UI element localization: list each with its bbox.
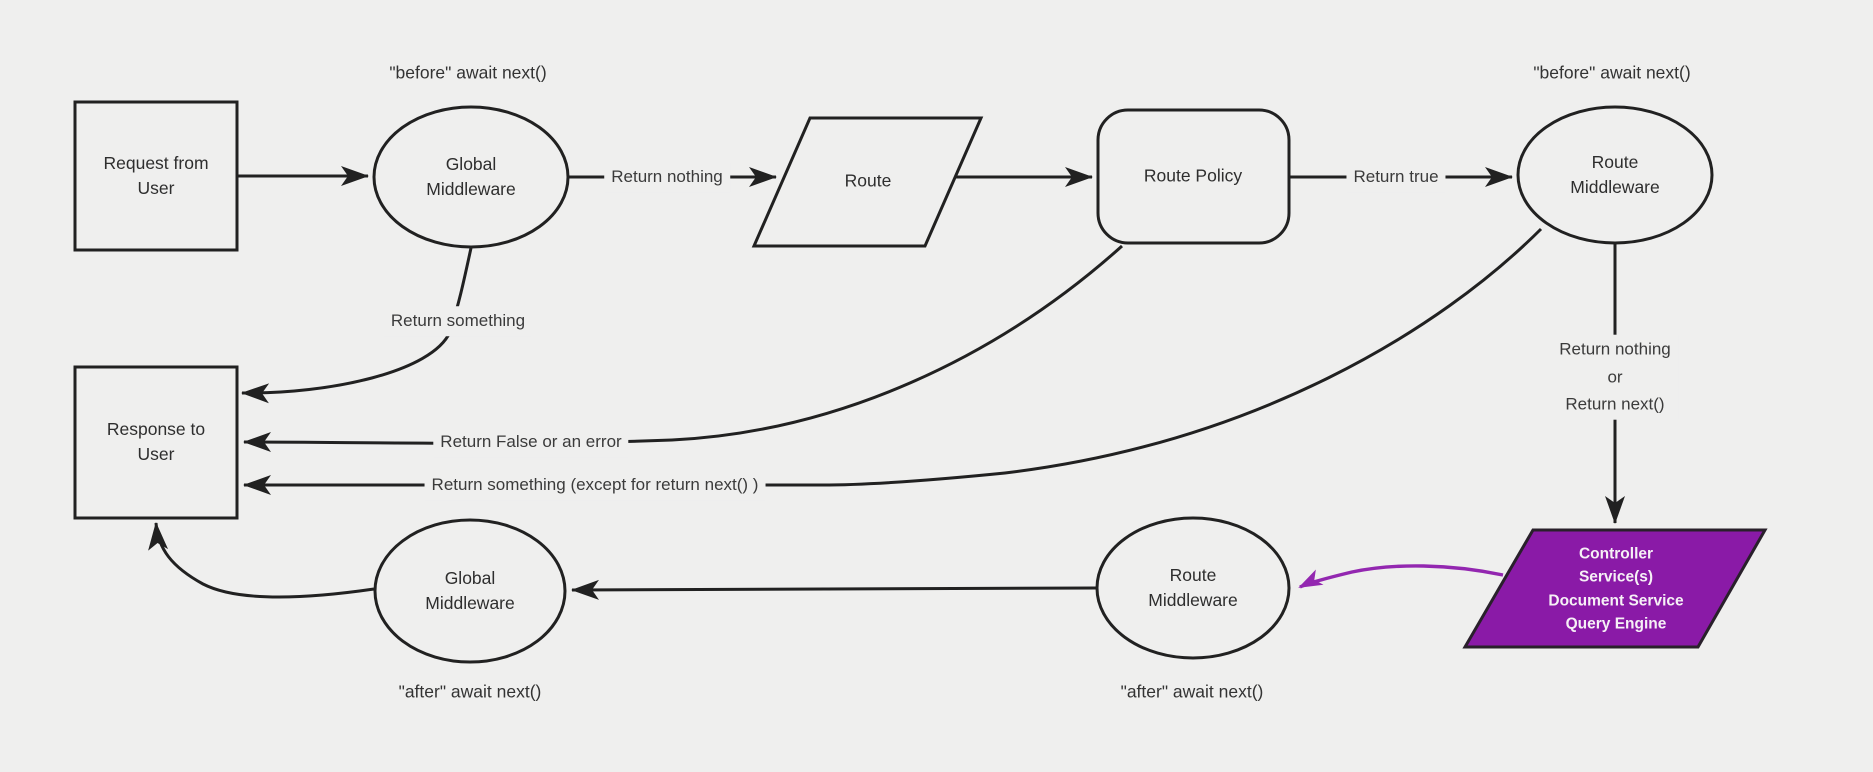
node-label-route: Route (844, 170, 892, 191)
edge-global-middleware-bottom-to-response (148, 522, 375, 599)
node-request-from-user-shape (73, 100, 239, 252)
node-global-middleware-top-shape (372, 105, 570, 249)
node-controller-services-shape (1462, 528, 1768, 649)
node-label-controller-services: Controller Service(s) Document Service Q… (1548, 545, 1684, 633)
edge-route-policy-to-response (243, 244, 1124, 453)
node-label-request-from-user: Request from User (103, 153, 209, 198)
annotation-after-await-route: "after" await next() (1120, 681, 1264, 702)
node-route-middleware-top-shape (1516, 105, 1714, 245)
edge-label-return-nothing: Return nothing (604, 162, 730, 192)
node-route-policy-shape (1096, 108, 1291, 245)
node-response-to-user-shape (73, 365, 239, 520)
edge-route-middleware-to-response (243, 227, 1543, 495)
edge-label-return-something: Return something (383, 306, 533, 336)
node-label-route-middleware-top: Route Middleware (1570, 152, 1660, 197)
edge-label-return-something-except: Return something (except for return next… (424, 470, 766, 500)
node-route-middleware-bottom-shape (1095, 516, 1291, 660)
edge-route-middleware-bottom-to-global-middleware-bottom (571, 579, 1097, 600)
node-label-response-to-user: Response to User (106, 419, 206, 464)
annotation-before-await-global: "before" await next() (389, 62, 547, 83)
node-route-shape (751, 116, 984, 248)
annotation-after-await-global: "after" await next() (398, 681, 542, 702)
node-global-middleware-bottom-shape (373, 518, 567, 664)
node-label-global-middleware-top: Global Middleware (426, 154, 516, 199)
edges-layer (148, 166, 1625, 600)
annotation-before-await-route: "before" await next() (1533, 62, 1691, 83)
node-label-route-middleware-bottom: Route Middleware (1148, 565, 1238, 610)
edge-controller-to-route-middleware-bottom (1298, 564, 1504, 589)
edge-global-middleware-to-response (241, 247, 473, 404)
node-label-route-policy: Route Policy (1143, 165, 1243, 186)
edge-label-return-false-or-error: Return False or an error (433, 427, 629, 457)
nodes-layer (73, 100, 1768, 664)
edge-label-return-true: Return true (1346, 162, 1446, 192)
node-label-global-middleware-bottom: Global Middleware (425, 568, 515, 613)
edge-label-return-nothing-or-next: Return nothing or Return next() (1552, 334, 1678, 420)
